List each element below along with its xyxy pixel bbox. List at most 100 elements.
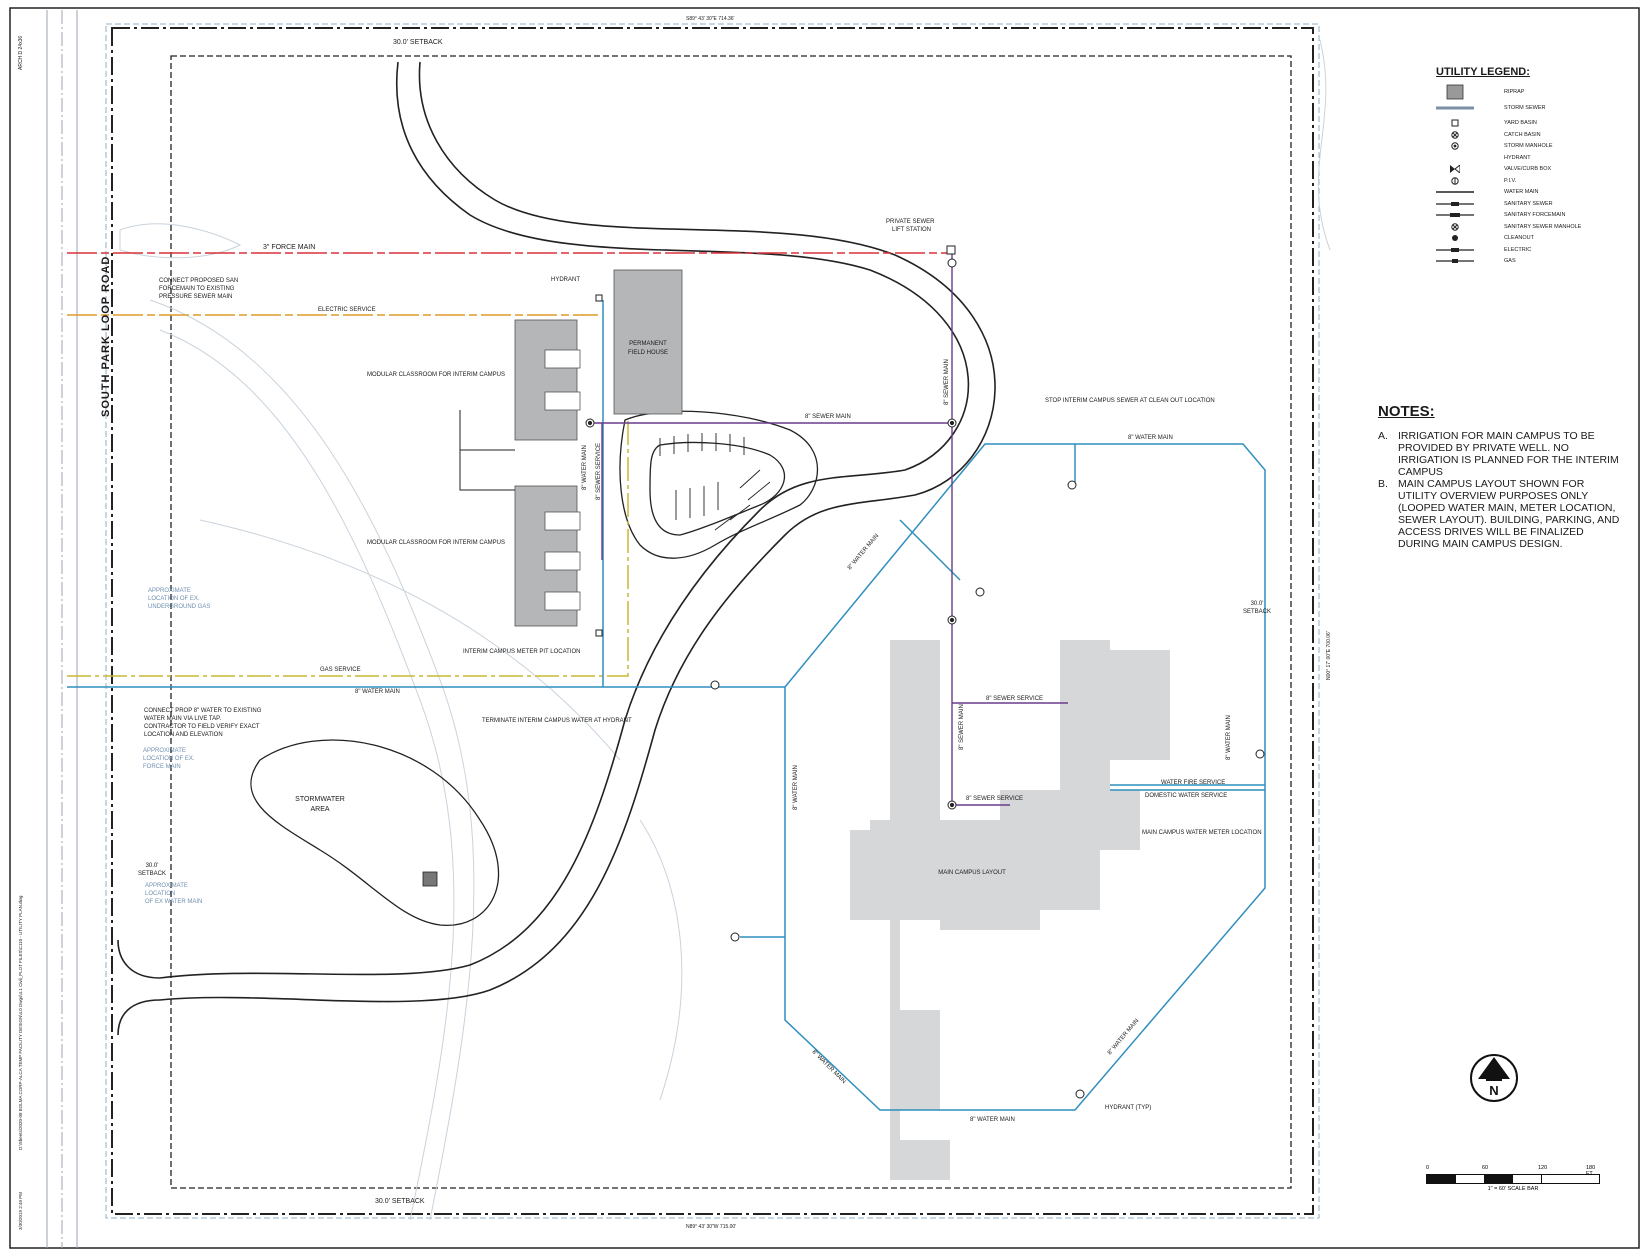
legend-row: YARD BASIN: [1436, 118, 1601, 130]
svg-text:SETBACK: SETBACK: [1243, 609, 1271, 615]
svg-text:8" WATER MAIN: 8" WATER MAIN: [847, 533, 880, 571]
sewer-lines: [590, 253, 1068, 806]
scale-caption: 1" = 60' SCALE BAR: [1487, 1186, 1539, 1192]
yard-basin-icon: [1436, 119, 1474, 127]
svg-text:INTERIM CAMPUS METER PIT LOCAT: INTERIM CAMPUS METER PIT LOCATION: [463, 649, 580, 655]
legend-row: WATER MAIN: [1436, 187, 1601, 199]
svg-text:APPROXIMATE: APPROXIMATE: [143, 748, 186, 754]
existing-contours: [119, 39, 1331, 1221]
svg-text:TERMINATE INTERIM CAMPUS WATER: TERMINATE INTERIM CAMPUS WATER AT HYDRAN…: [482, 718, 632, 724]
plan-labels: 30.0' SETBACK 3" FORCE MAIN CONNECT PROP…: [100, 16, 1332, 1230]
utility-structures: [585, 245, 1265, 1099]
svg-text:PRESSURE SEWER MAIN: PRESSURE SEWER MAIN: [159, 294, 232, 300]
svg-text:DOMESTIC WATER SERVICE: DOMESTIC WATER SERVICE: [1145, 793, 1227, 799]
svg-text:PRIVATE SEWER: PRIVATE SEWER: [886, 219, 935, 225]
svg-text:8" WATER MAIN: 8" WATER MAIN: [355, 689, 400, 695]
svg-text:8" WATER MAIN: 8" WATER MAIN: [970, 1117, 1015, 1123]
legend-row: ELECTRIC: [1436, 244, 1601, 256]
storm-lines: [459, 410, 515, 491]
legend-row: VALVE/CURB BOX: [1436, 164, 1601, 176]
sheet-size-tag: ARCH D 24x36: [18, 36, 24, 70]
svg-text:HYDRANT (TYP): HYDRANT (TYP): [1105, 1105, 1151, 1111]
electric-service-label: ELECTRIC SERVICE: [318, 307, 376, 313]
property-boundary: [105, 23, 1320, 1219]
legend-row: CATCH BASIN: [1436, 129, 1601, 141]
svg-text:30.0' SETBACK: 30.0' SETBACK: [375, 1198, 425, 1205]
svg-text:8" SEWER MAIN: 8" SEWER MAIN: [805, 414, 851, 420]
file-path: D:\Sheets\2020-08 BOLMA CORP-ALCA TEMP F…: [18, 895, 23, 1150]
svg-text:APPROXIMATE: APPROXIMATE: [148, 588, 191, 594]
top-bearing: S89° 43' 30"E 714.36': [686, 16, 735, 22]
svg-text:CONNECT PROP 8" WATER TO EXIST: CONNECT PROP 8" WATER TO EXISTING: [144, 708, 262, 714]
riprap-icon: [1436, 84, 1474, 100]
svg-text:UNDERGROUND GAS: UNDERGROUND GAS: [148, 604, 210, 610]
svg-text:8" SEWER SERVICE: 8" SEWER SERVICE: [966, 796, 1023, 802]
road-name: SOUTH PARK LOOP ROAD: [100, 256, 112, 417]
access-drive: [117, 61, 996, 1036]
legend-row: SANITARY SEWER MANHOLE: [1436, 221, 1601, 233]
right-bearing: N00° 17' 00"E 700.06': [1326, 631, 1332, 680]
svg-text:GAS SERVICE: GAS SERVICE: [320, 667, 361, 673]
north-letter: N: [1489, 1083, 1498, 1098]
svg-text:HYDRANT: HYDRANT: [551, 277, 580, 283]
svg-text:LOCATION OF EX.: LOCATION OF EX.: [148, 596, 200, 602]
svg-text:LIFT STATION: LIFT STATION: [892, 227, 931, 233]
legend-row: SANITARY SEWER: [1436, 198, 1601, 210]
parking-lot: [619, 410, 818, 559]
svg-text:8" SEWER SERVICE: 8" SEWER SERVICE: [596, 443, 602, 500]
sanitary-sewer-line-icon: [1436, 201, 1474, 207]
road-corridor: [46, 10, 78, 1248]
svg-text:AREA: AREA: [310, 806, 329, 813]
legend-row: SANITARY FORCEMAIN: [1436, 210, 1601, 222]
svg-text:8" WATER MAIN: 8" WATER MAIN: [1107, 1018, 1140, 1056]
svg-text:CONTRACTOR TO FIELD VERIFY EXA: CONTRACTOR TO FIELD VERIFY EXACT: [144, 724, 260, 730]
note-a: A. IRRIGATION FOR MAIN CAMPUS TO BE PROV…: [1378, 430, 1619, 478]
svg-text:8" WATER MAIN: 8" WATER MAIN: [1226, 715, 1232, 760]
gas-line-icon: [1436, 258, 1474, 264]
forcemain-line-icon: [1436, 212, 1474, 218]
svg-text:30.0': 30.0': [146, 863, 159, 869]
piv-icon: [1436, 177, 1474, 185]
setback-top-label: 30.0' SETBACK: [393, 39, 443, 46]
svg-text:STOP INTERIM CAMPUS SEWER AT C: STOP INTERIM CAMPUS SEWER AT CLEAN OUT L…: [1045, 398, 1215, 404]
legend-row: P.I.V.: [1436, 175, 1601, 187]
svg-text:8" SEWER MAIN: 8" SEWER MAIN: [944, 359, 950, 405]
svg-text:STORMWATER: STORMWATER: [295, 796, 345, 803]
water-lines: [67, 300, 1266, 1111]
scale-bar: 0 60 120 180 FT 1" = 60' SCALE BAR: [1426, 1165, 1600, 1192]
svg-text:8" WATER MAIN: 8" WATER MAIN: [1128, 435, 1173, 441]
sheet-border: [9, 7, 1640, 1249]
legend-row: RIPRAP: [1436, 84, 1601, 100]
svg-text:8" WATER MAIN: 8" WATER MAIN: [582, 445, 588, 490]
north-arrow-icon: N: [1470, 1054, 1518, 1102]
main-campus-layout: [850, 640, 1170, 1180]
plot-stamp: 3/30/2019 2:49 PM: [18, 1192, 23, 1230]
notes-title: NOTES:: [1378, 403, 1435, 420]
utility-legend: UTILITY LEGEND: RIPRAP STORM SEWER YARD …: [1436, 66, 1601, 267]
legend-row: STORM MANHOLE: [1436, 141, 1601, 153]
legend-row: CLEANOUT: [1436, 233, 1601, 245]
svg-text:8" SEWER SERVICE: 8" SEWER SERVICE: [986, 696, 1043, 702]
legend-title: UTILITY LEGEND:: [1436, 66, 1530, 78]
svg-text:WATER FIRE SERVICE: WATER FIRE SERVICE: [1161, 780, 1225, 786]
svg-text:30.0': 30.0': [1251, 601, 1264, 607]
catch-basin-icon: [1436, 131, 1474, 139]
modular-classrooms: [514, 319, 581, 627]
riprap-outfall: [422, 871, 438, 887]
svg-text:CONNECT PROPOSED SAN: CONNECT PROPOSED SAN: [159, 278, 238, 284]
svg-text:LOCATION: LOCATION: [145, 891, 175, 897]
svg-text:MAIN CAMPUS LAYOUT: MAIN CAMPUS LAYOUT: [938, 870, 1006, 876]
svg-text:8" WATER MAIN: 8" WATER MAIN: [793, 765, 799, 810]
legend-row: STORM SEWER: [1436, 98, 1601, 118]
electric-line-icon: [1436, 247, 1474, 253]
sanitary-manhole-icon: [1436, 223, 1474, 231]
svg-text:OF EX WATER MAIN: OF EX WATER MAIN: [145, 899, 202, 905]
notes-block: NOTES: A. IRRIGATION FOR MAIN CAMPUS TO …: [1378, 403, 1623, 550]
legend-row: HYDRANT: [1504, 154, 1531, 161]
svg-text:LOCATION AND ELEVATION: LOCATION AND ELEVATION: [144, 732, 223, 738]
svg-text:MODULAR CLASSROOM FOR INTERIM: MODULAR CLASSROOM FOR INTERIM CAMPUS: [367, 372, 505, 378]
water-main-line-icon: [1436, 190, 1474, 194]
force-main-label: 3" FORCE MAIN: [263, 244, 315, 251]
svg-text:8" SEWER MAIN: 8" SEWER MAIN: [959, 704, 965, 750]
